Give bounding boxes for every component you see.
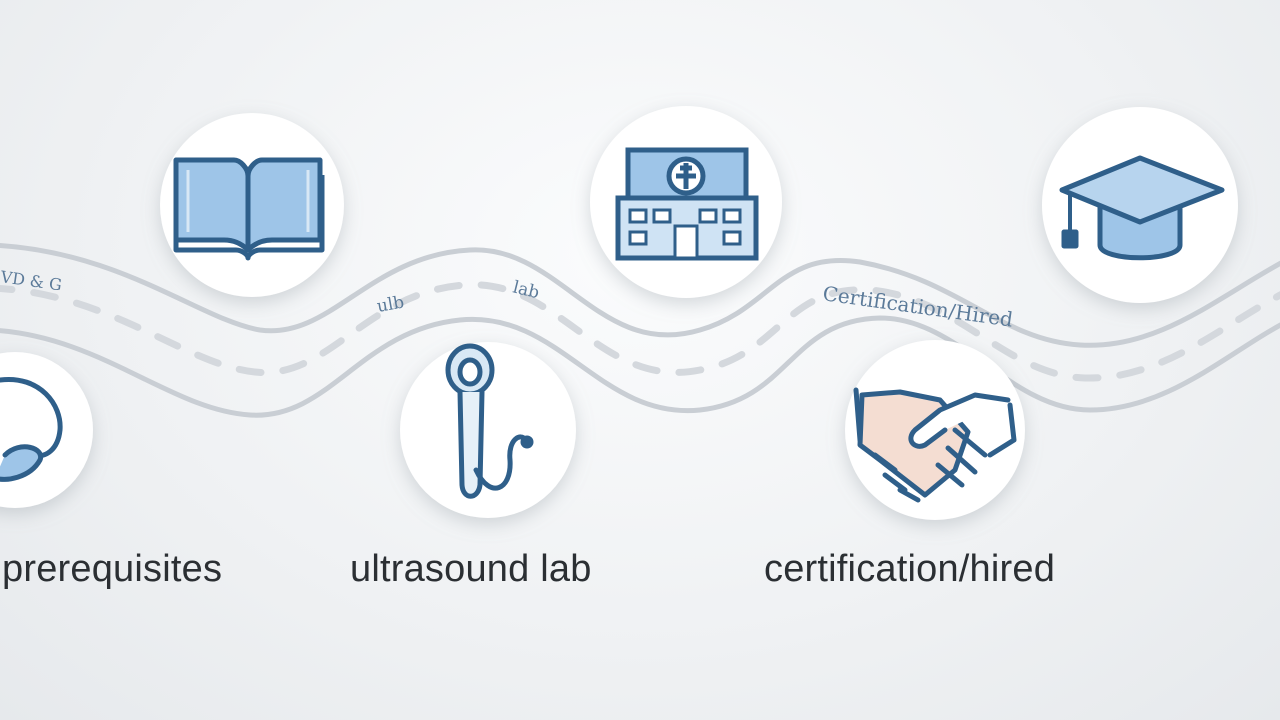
book-node — [160, 113, 344, 297]
graduation-node — [1042, 107, 1238, 303]
stethoscope-icon — [0, 376, 63, 482]
label-certification-hired: certification/hired — [764, 548, 1056, 590]
handshake-node — [845, 340, 1025, 520]
hospital-node — [590, 106, 782, 298]
handshake-icon — [853, 387, 1017, 503]
winding-road — [0, 243, 1280, 418]
book-icon — [173, 157, 325, 261]
hospital-icon — [615, 147, 759, 261]
stethoscope-node — [0, 352, 93, 508]
road-label-lab: lab — [511, 277, 542, 303]
label-ultrasound-lab: ultrasound lab — [350, 548, 592, 590]
ultrasound-lab-node — [400, 342, 576, 518]
ultrasound-probe-icon — [445, 343, 534, 499]
road-label-ulb: ulb — [375, 292, 405, 316]
label-prerequisites: prerequisites — [2, 548, 223, 590]
graduation-cap-icon — [1059, 155, 1225, 261]
